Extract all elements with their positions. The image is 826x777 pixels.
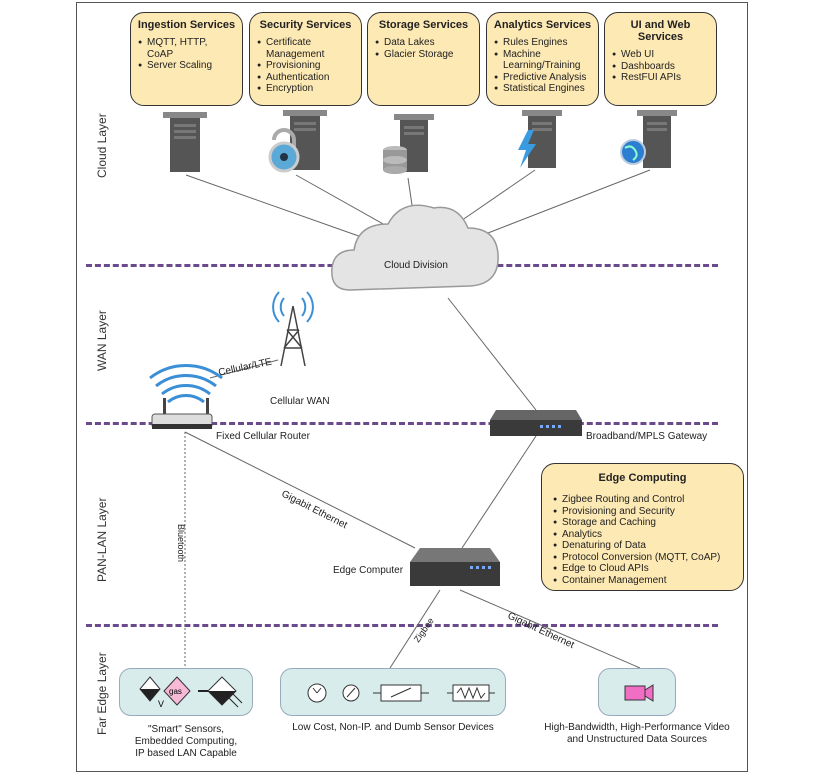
switch-icon <box>373 684 429 702</box>
divider-wan-pan <box>86 422 718 425</box>
service-box-ui-web: UI and Web Services Web UI Dashboards Re… <box>604 12 717 106</box>
smart-sensor-caption: "Smart" Sensors, Embedded Computing, IP … <box>119 724 253 760</box>
edge-item: Denaturing of Data <box>553 540 733 552</box>
service-item: MQTT, HTTP, CoAP <box>138 37 236 60</box>
node-label-cellular-wan: Cellular WAN <box>270 396 330 407</box>
service-item: Web UI <box>612 49 710 61</box>
video-source-box <box>598 668 676 716</box>
edge-item: Zigbee Routing and Control <box>553 494 733 506</box>
node-label-edge-computer: Edge Computer <box>333 565 404 576</box>
resistor-icon <box>447 684 495 702</box>
service-title: Ingestion Services <box>137 19 236 31</box>
video-camera-icon <box>624 684 654 702</box>
analytics-server-icon <box>518 110 562 168</box>
cloud-division-label: Cloud Division <box>384 260 448 271</box>
service-item: Predictive Analysis <box>494 72 592 84</box>
web-server-icon <box>620 110 677 168</box>
service-item: Server Scaling <box>138 60 236 72</box>
voltage-sensor-label: V <box>158 699 164 709</box>
smart-sensor-box: V gas <box>119 668 253 716</box>
embedded-sensor-icon <box>198 676 243 708</box>
service-box-analytics: Analytics Services Rules Engines Machine… <box>486 12 599 106</box>
service-item: Certificate Management <box>257 37 355 60</box>
node-label-gateway: Broadband/MPLS Gateway <box>586 431 708 442</box>
dumb-sensor-box <box>280 668 506 716</box>
edge-item: Container Management <box>553 575 733 587</box>
dumb-sensor-caption: Low Cost, Non-IP. and Dumb Sensor Device… <box>292 722 494 733</box>
divider-pan-far-edge <box>86 624 718 627</box>
link-label-bluetooth: Bluetooth <box>176 523 187 563</box>
service-title: Storage Services <box>378 19 469 31</box>
service-item: Rules Engines <box>494 37 592 49</box>
edge-computer-icon <box>410 548 500 586</box>
diagram-frame <box>76 2 748 772</box>
smart-sensor-caption-line: Embedded Computing, <box>134 736 238 747</box>
security-server-icon <box>268 110 327 173</box>
edge-item: Protocol Conversion (MQTT, CoAP) <box>553 552 733 564</box>
service-item: Statistical Engines <box>494 83 592 95</box>
service-title: Security Services <box>259 19 352 31</box>
edge-item: Storage and Caching <box>553 517 733 529</box>
node-label-fixed-router: Fixed Cellular Router <box>216 431 310 442</box>
gas-sensor-icon: gas <box>163 676 191 706</box>
edge-computing-box: Edge Computing Zigbee Routing and Contro… <box>541 463 744 591</box>
video-caption-line: High-Bandwidth, High-Performance Video <box>544 722 730 733</box>
router-icon <box>149 364 223 429</box>
service-box-storage: Storage Services Data Lakes Glacier Stor… <box>367 12 480 106</box>
service-item: Provisioning <box>257 60 355 72</box>
service-item: Dashboards <box>612 61 710 73</box>
gas-sensor-label: gas <box>169 687 182 696</box>
dumb-sensor-icons <box>307 683 495 703</box>
video-caption-line: and Unstructured Data Sources <box>566 734 708 745</box>
service-box-security: Security Services Certificate Management… <box>249 12 362 106</box>
cloud-icon <box>331 204 499 291</box>
edge-item: Edge to Cloud APIs <box>553 563 733 575</box>
service-item: Glacier Storage <box>375 49 473 61</box>
voltage-sensor-icon: V <box>139 676 164 709</box>
service-title: Analytics Services <box>493 19 592 31</box>
storage-server-icon <box>383 114 434 174</box>
cell-tower-icon <box>272 291 314 367</box>
service-box-ingestion: Ingestion Services MQTT, HTTP, CoAP Serv… <box>130 12 243 106</box>
video-source-caption: High-Bandwidth, High-Performance Video a… <box>525 722 749 746</box>
service-item: Data Lakes <box>375 37 473 49</box>
service-item: Authentication <box>257 72 355 84</box>
gauge-icon <box>307 683 327 703</box>
meter-icon <box>342 684 360 702</box>
service-item: RestFUI APIs <box>612 72 710 84</box>
service-title: UI and Web Services <box>630 19 691 43</box>
service-item: Encryption <box>257 83 355 95</box>
edge-item: Provisioning and Security <box>553 506 733 518</box>
edge-item: Analytics <box>553 529 733 541</box>
service-item: Machine Learning/Training <box>494 49 592 72</box>
smart-sensor-caption-line: "Smart" Sensors, <box>147 724 224 735</box>
edge-computing-title: Edge Computing <box>598 472 687 484</box>
ingestion-server-icon <box>163 112 207 172</box>
smart-sensor-caption-line: IP based LAN Capable <box>135 748 237 759</box>
smart-sensor-icons: V gas <box>139 676 243 709</box>
gateway-icon <box>490 410 582 436</box>
